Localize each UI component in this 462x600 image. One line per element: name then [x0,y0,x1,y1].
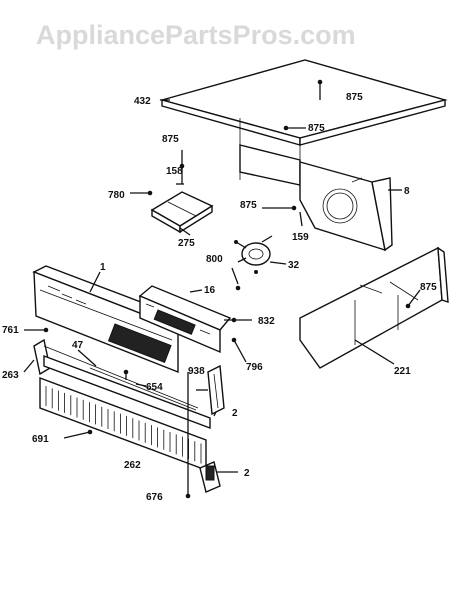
callout-275: 275 [178,238,195,249]
part-47-trim-strip [43,354,211,430]
callout-761: 761 [2,325,19,336]
callout-875-d: 875 [240,200,257,211]
part-262-vent-grille [39,376,207,472]
part-221-side-shield [299,246,449,369]
callout-875-c: 875 [162,134,179,145]
callout-832: 832 [258,316,275,327]
callout-875-a: 875 [346,92,363,103]
callout-16: 16 [204,285,216,296]
callout-2-a: 2 [232,408,238,419]
callout-labels: 432 875 875 875 158 780 275 875 159 8 80… [2,92,437,503]
watermark-text: AppliancePartsPros.com [36,20,356,50]
callout-263: 263 [2,370,19,381]
callout-796: 796 [246,362,263,373]
callout-432: 432 [134,96,151,107]
part-8-rear-bracket [299,161,393,252]
callout-159: 159 [292,232,309,243]
callout-1: 1 [100,262,106,273]
part-432-top-cover [159,59,448,186]
callout-800: 800 [206,254,223,265]
part-32-motor [234,235,273,274]
callout-8: 8 [404,186,410,197]
callout-221: 221 [394,366,411,377]
part-938-side-bracket [207,364,225,416]
part-2-end-bracket [199,461,221,493]
part-16-control-board [138,285,232,354]
callout-780: 780 [108,190,125,201]
callout-875-b: 875 [308,123,325,134]
callout-691: 691 [32,434,49,445]
part-275-small-bracket [150,191,214,234]
leader-lines [23,79,421,499]
callout-676: 676 [146,492,163,503]
callout-875-e: 875 [420,282,437,293]
callout-158: 158 [166,166,183,177]
callout-2-b: 2 [244,468,250,479]
callout-654: 654 [146,382,163,393]
callout-47: 47 [72,340,84,351]
callout-938: 938 [188,366,205,377]
callout-32: 32 [288,260,300,271]
callout-262: 262 [124,460,141,471]
